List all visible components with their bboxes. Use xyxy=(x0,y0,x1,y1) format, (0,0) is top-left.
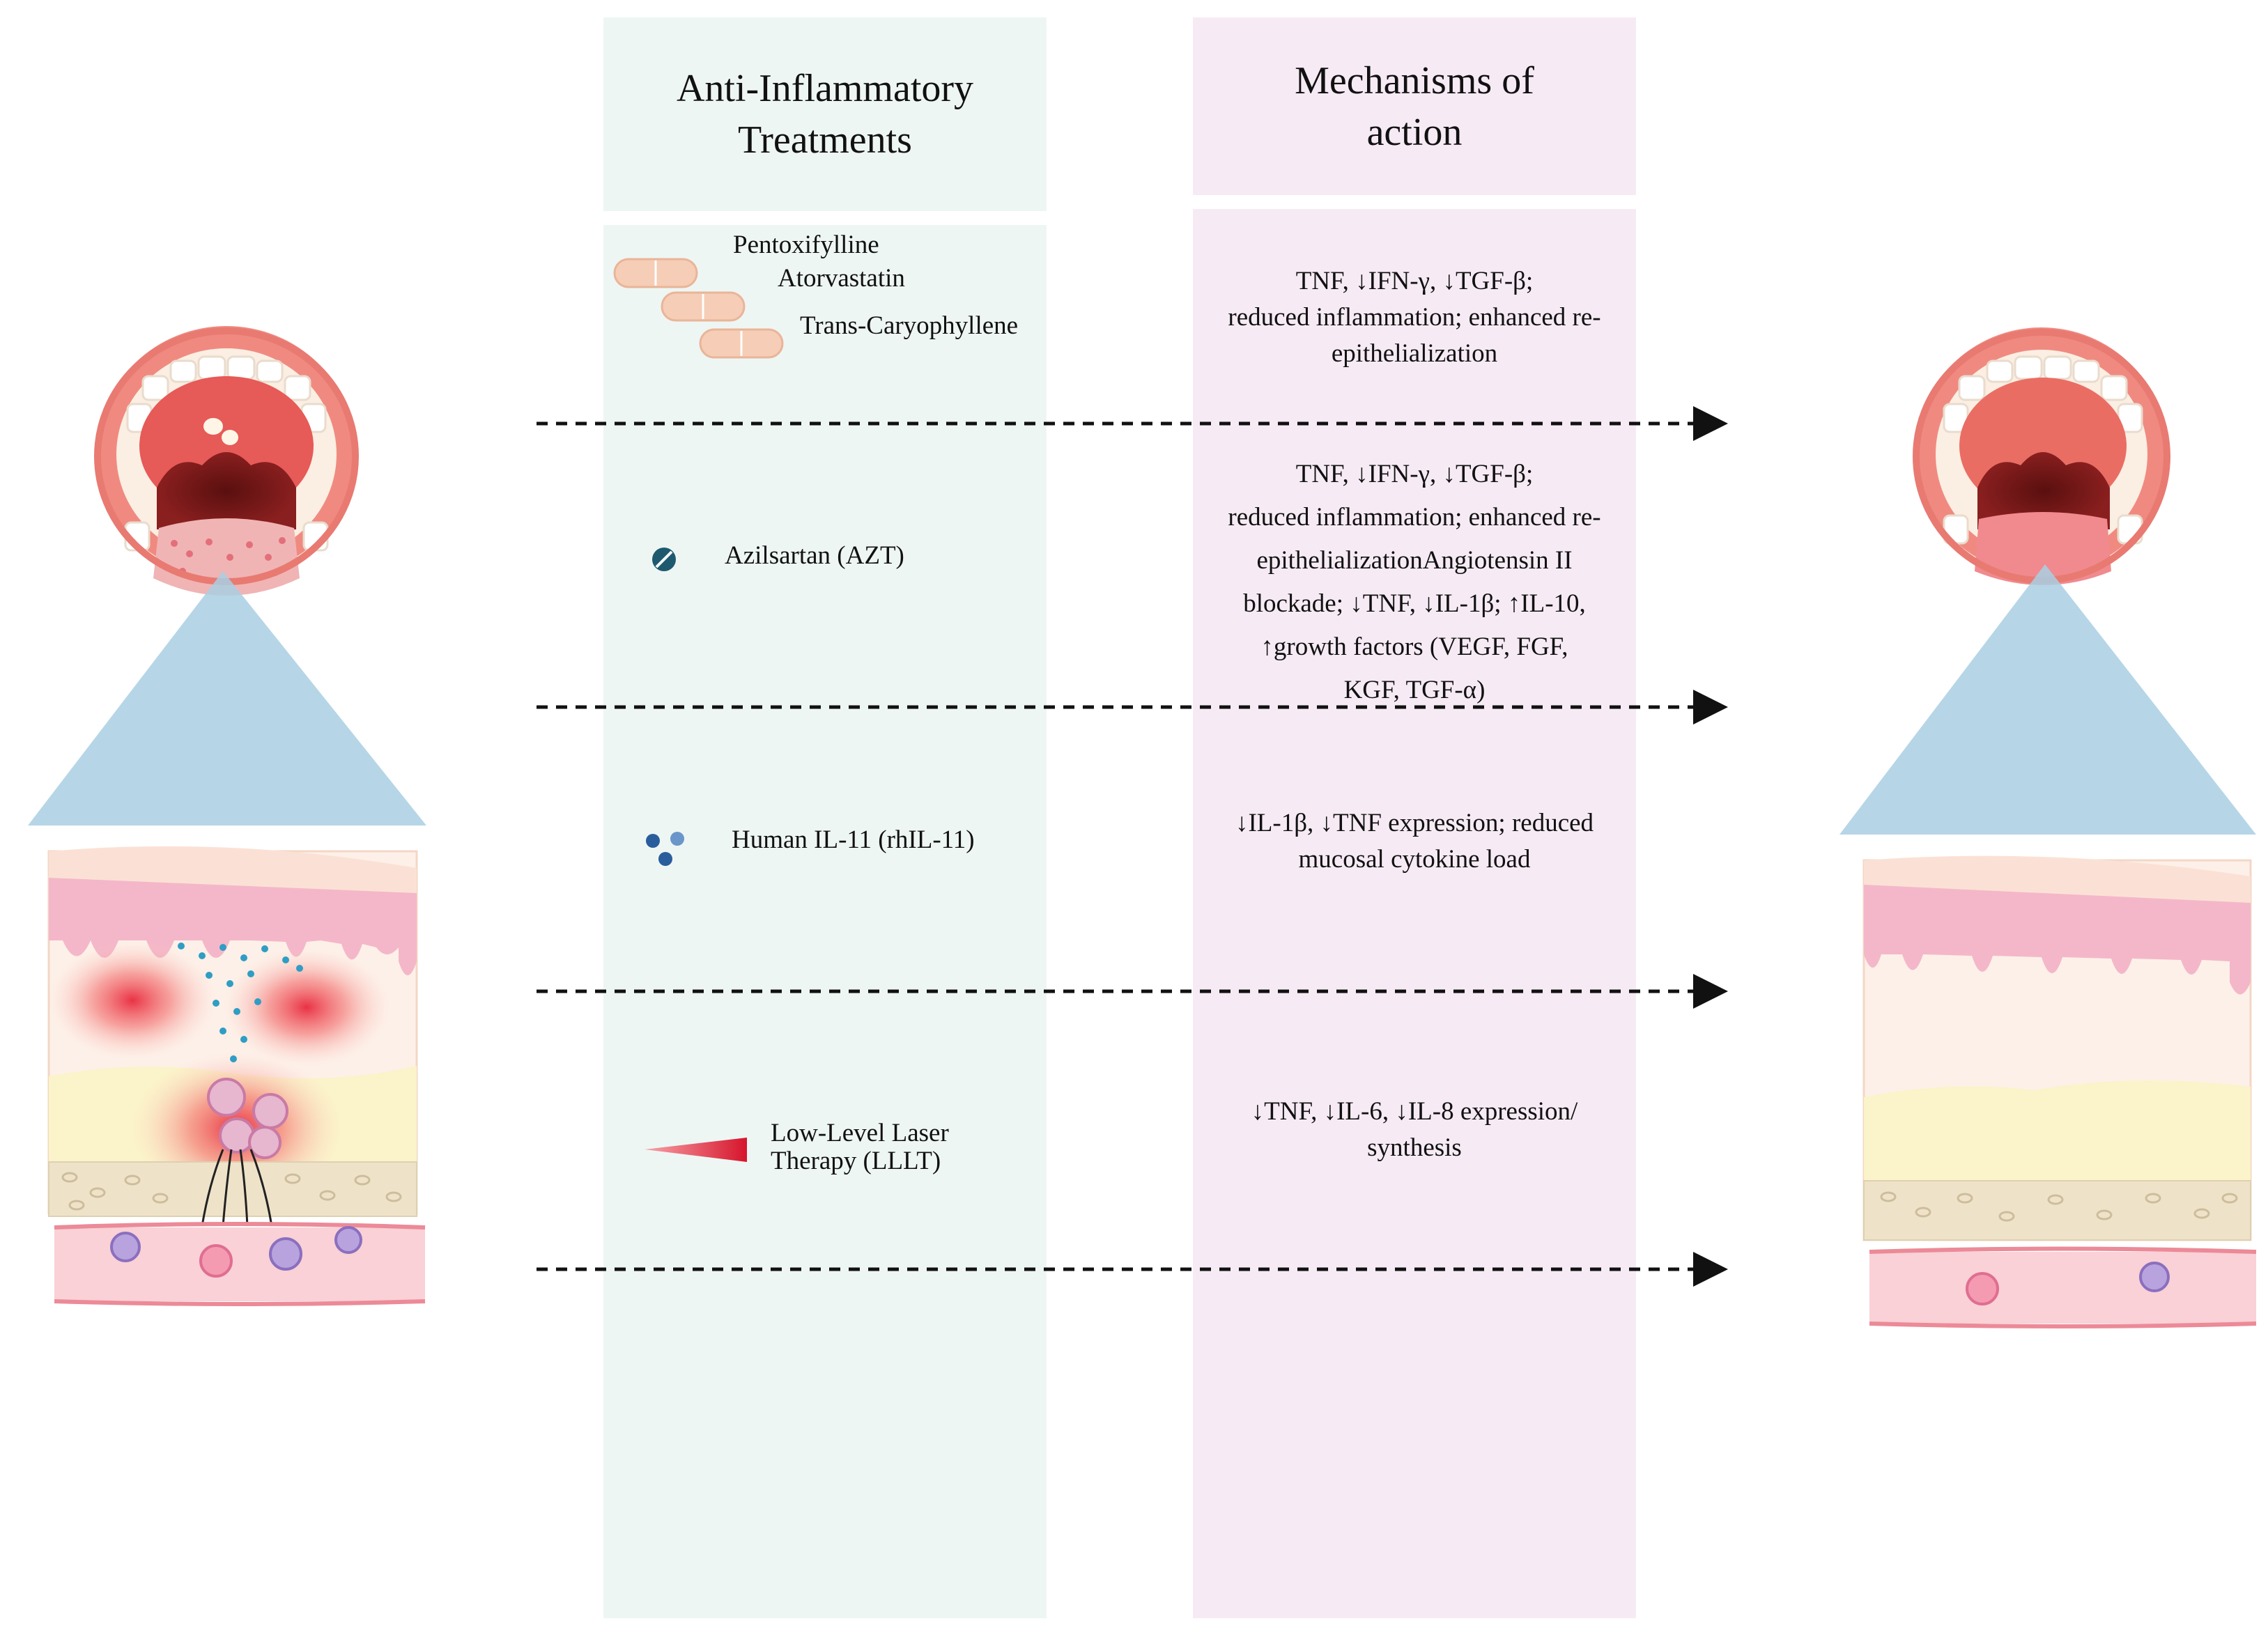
mechanism-3: ↓IL-1β, ↓TNF expression; reduced mucosal… xyxy=(1235,809,1594,874)
mechanisms-column-panel xyxy=(1193,209,1636,1618)
laser-beam-icon xyxy=(645,1138,747,1162)
inflamed-mouth-illustration xyxy=(94,326,359,596)
mechanism-4: ↓TNF, ↓IL-6, ↓IL-8 expression/ synthesis xyxy=(1251,1097,1578,1162)
treatment-lllt: Low-Level Laser Therapy (LLLT) xyxy=(771,1119,949,1175)
treatments-header-panel xyxy=(603,17,1047,211)
inflamed-tissue-cross-section xyxy=(47,846,426,1306)
zoom-triangle-right xyxy=(1839,564,2256,835)
treatment-rhil-11: Human IL-11 (rhIL-11) xyxy=(732,826,975,854)
treatment-pentoxifylline: Pentoxifylline xyxy=(733,231,879,259)
treatment-azilsartan: Azilsartan (AZT) xyxy=(725,541,904,570)
zoom-triangle-left xyxy=(28,571,426,826)
mechanisms-header: Mechanisms of action xyxy=(1295,59,1534,154)
treatments-column-panel xyxy=(603,225,1047,1618)
treatment-atorvastatin: Atorvastatin xyxy=(778,264,905,293)
pill-tablets-icon xyxy=(613,258,784,359)
flow-arrows xyxy=(537,406,1728,1287)
mechanism-1: TNF, ↓IFN-γ, ↓TGF-β; reduced inflammatio… xyxy=(1228,267,1601,368)
treatments-header: Anti-Inflammatory Treatments xyxy=(676,67,974,162)
pill-icon xyxy=(652,548,676,571)
healed-tissue-cross-section xyxy=(1862,855,2257,1328)
mechanisms-header-panel xyxy=(1193,17,1636,195)
treatment-trans-caryophyllene: Trans-Caryophyllene xyxy=(800,311,1019,340)
healed-mouth-illustration xyxy=(1913,327,2170,585)
mechanism-2: TNF, ↓IFN-γ, ↓TGF-β; reduced inflammatio… xyxy=(1228,460,1601,704)
molecule-dots-icon xyxy=(646,832,684,866)
